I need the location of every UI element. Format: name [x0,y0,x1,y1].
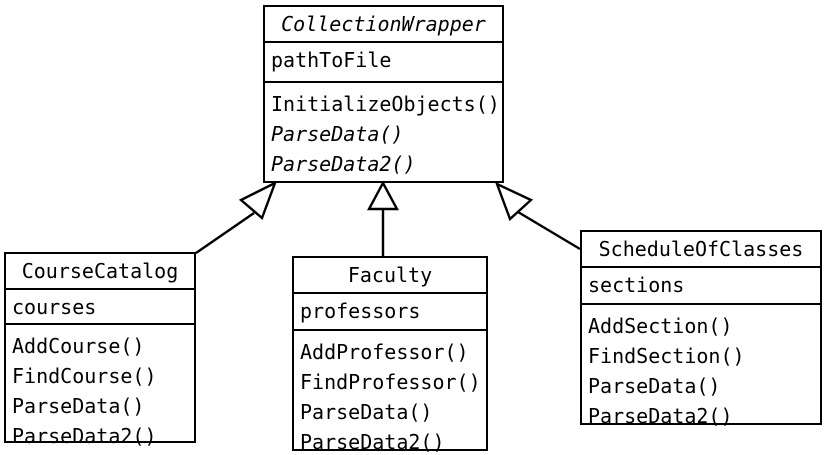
uml-class-collection-wrapper[interactable]: CollectionWrapper pathToFile InitializeO… [263,5,504,183]
operation-row: ParseData() [12,394,145,418]
operation-row: ParseData2() [300,430,445,454]
operation-row: ParseData() [271,122,404,146]
attribute-row: professors [300,299,421,323]
generalization-schedule-of-classes [494,181,581,251]
class-attributes-faculty: professors [294,294,486,331]
operation-row: ParseData2() [588,404,733,428]
class-operations-schedule-of-classes: AddSection() FindSection() ParseData() P… [582,305,820,437]
class-operations-faculty: AddProfessor() FindProfessor() ParseData… [294,331,486,455]
operation-row: ParseData2() [271,152,416,176]
class-name-collection-wrapper: CollectionWrapper [265,7,502,43]
class-attributes-course-catalog: courses [6,290,194,325]
class-attributes-collection-wrapper: pathToFile [265,43,502,83]
operation-row: AddProfessor() [300,340,469,364]
operation-row: FindProfessor() [300,370,481,394]
operation-row: FindSection() [588,344,745,368]
operation-row: ParseData() [300,400,433,424]
class-name-course-catalog: CourseCatalog [6,254,194,290]
uml-class-schedule-of-classes[interactable]: ScheduleOfClasses sections AddSection() … [580,230,822,428]
generalization-faculty [366,180,400,256]
operation-row: ParseData2() [12,424,157,448]
attribute-row: pathToFile [271,48,392,72]
operation-row: AddCourse() [12,334,145,358]
class-operations-collection-wrapper: InitializeObjects() ParseData() ParseDat… [265,83,502,185]
uml-class-course-catalog[interactable]: CourseCatalog courses AddCourse() FindCo… [4,252,196,448]
class-operations-course-catalog: AddCourse() FindCourse() ParseData() Par… [6,325,194,455]
operation-row: ParseData() [588,374,721,398]
generalization-course-catalog [195,180,278,254]
operation-row: InitializeObjects() [271,92,500,116]
attribute-row: sections [588,273,685,297]
attribute-row: courses [12,295,97,319]
operation-row: FindCourse() [12,364,157,388]
class-name-schedule-of-classes: ScheduleOfClasses [582,232,820,268]
class-name-faculty: Faculty [294,258,486,294]
operation-row: AddSection() [588,314,733,338]
class-attributes-schedule-of-classes: sections [582,268,820,305]
uml-class-faculty[interactable]: Faculty professors AddProfessor() FindPr… [292,256,488,454]
